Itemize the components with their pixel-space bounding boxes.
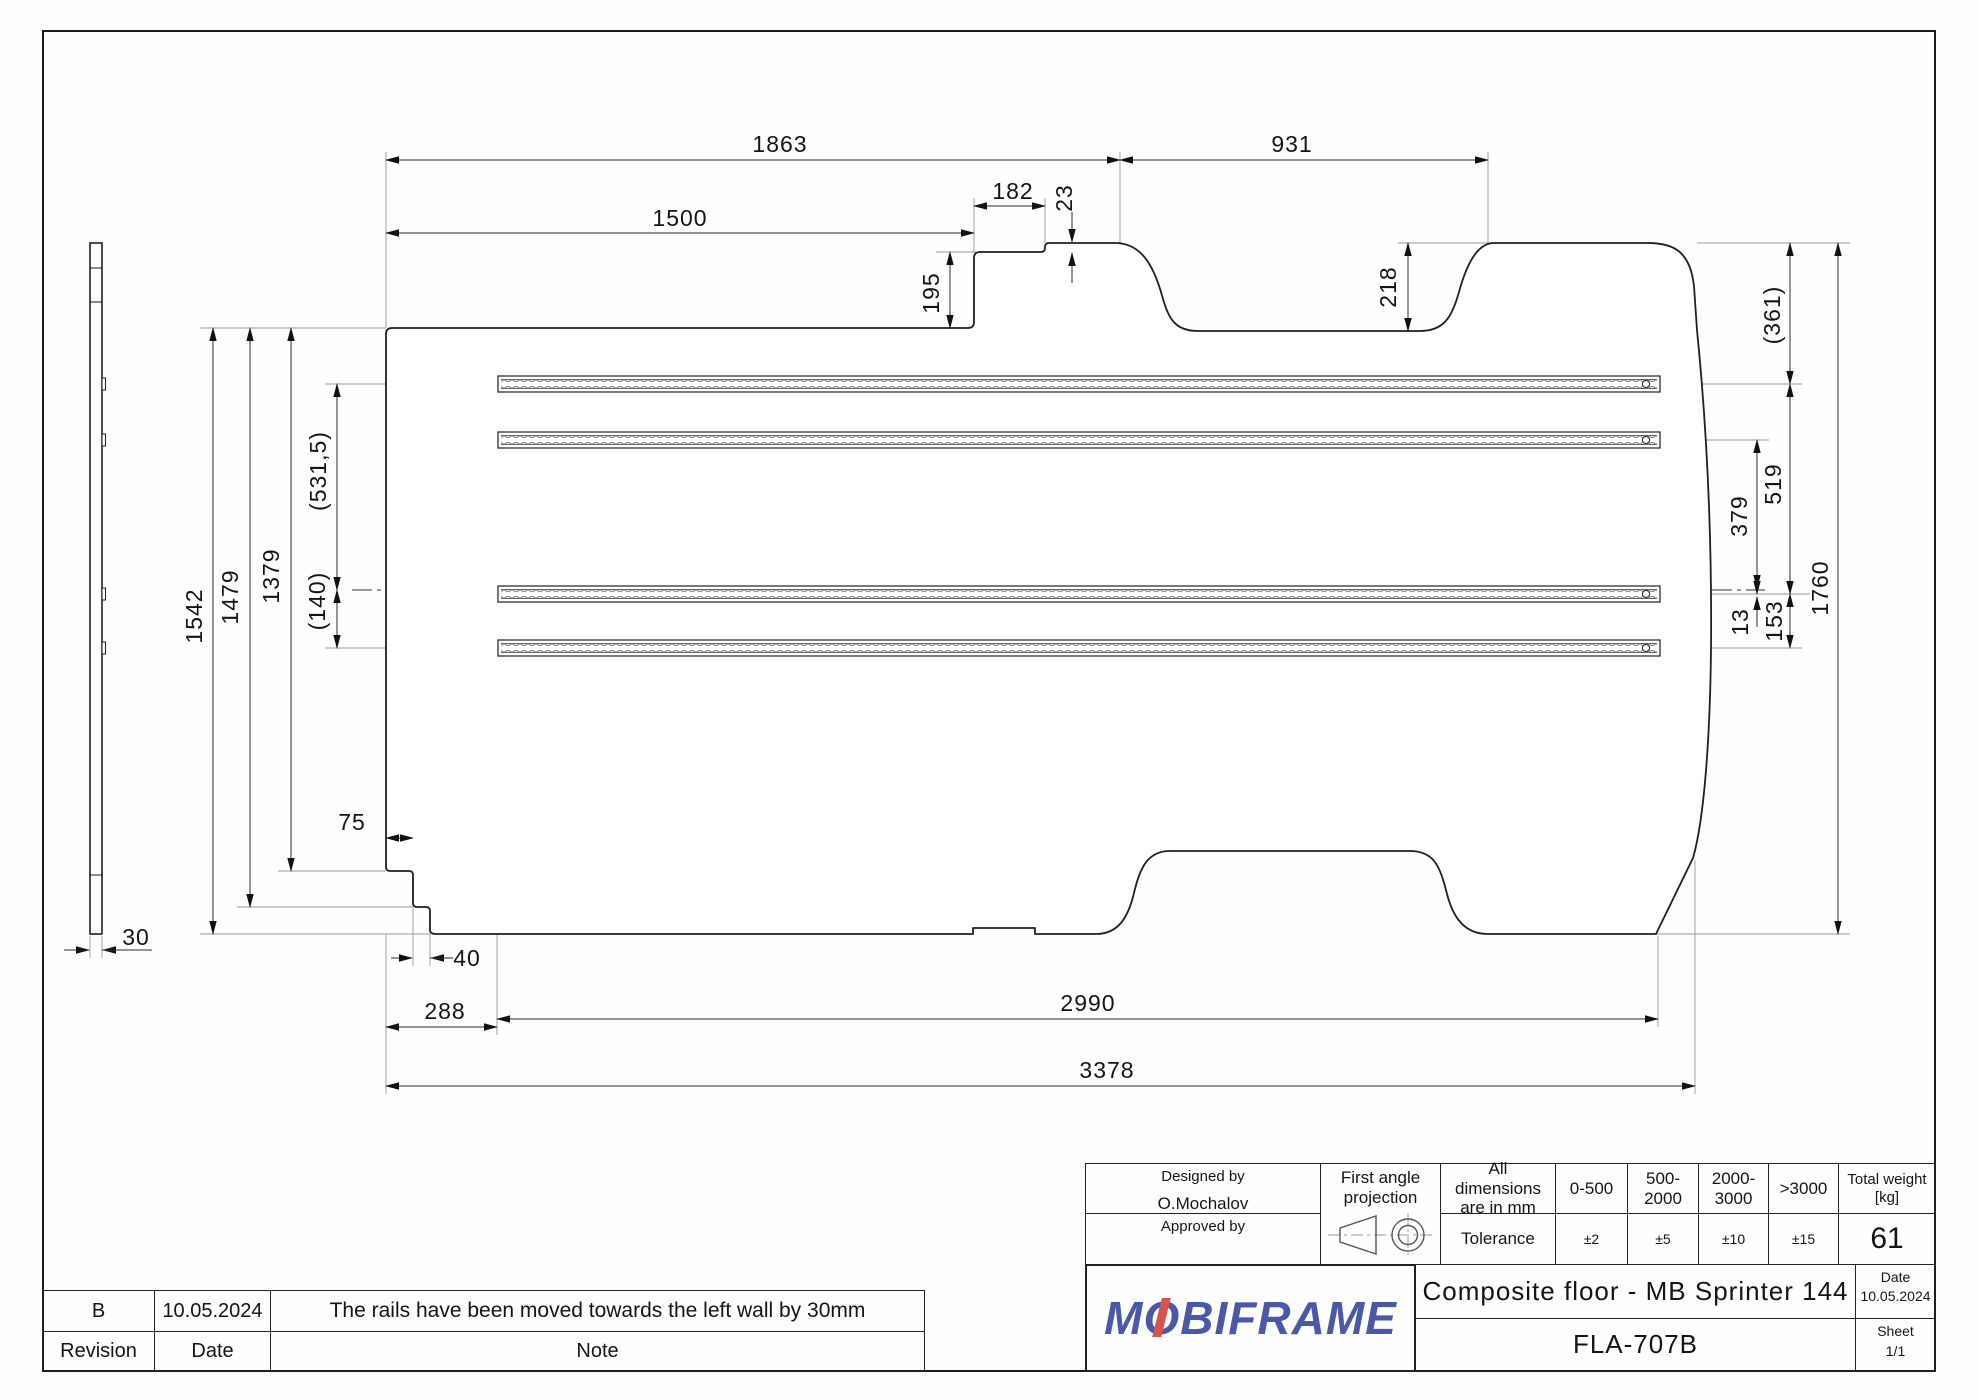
dim-75: 75 <box>338 809 366 835</box>
date-label: Date <box>1880 1269 1911 1285</box>
approved-by-label: Approved by <box>1160 1218 1246 1235</box>
dim-288: 288 <box>424 998 465 1024</box>
side-view <box>89 242 106 935</box>
dim-531-5: (531,5) <box>305 431 331 511</box>
revision-row-rev: B <box>42 1290 155 1332</box>
mobiframe-logo: MOBIFRAME <box>1104 1292 1397 1345</box>
dim-519: 519 <box>1760 463 1786 504</box>
mounting-rail-3 <box>497 585 1661 603</box>
tol-value-4: ±15 <box>1768 1213 1839 1265</box>
tol-range-2: 500-2000 <box>1627 1163 1699 1214</box>
revision-row-date: 10.05.2024 <box>154 1290 271 1332</box>
projection-label: First angle projection <box>1340 1168 1421 1207</box>
weight-label: Total weight [kg] <box>1847 1171 1927 1206</box>
dim-2990: 2990 <box>1060 990 1115 1016</box>
tol-range-3: 2000-3000 <box>1698 1163 1769 1214</box>
sheet-label: Sheet <box>1877 1323 1914 1339</box>
part-name-cell: Composite floor - MB Sprinter 144 <box>1415 1264 1856 1319</box>
dim-218: 218 <box>1375 266 1401 307</box>
designed-by-value: O.Mochalov <box>1157 1194 1249 1214</box>
sheet-value: 1/1 <box>1885 1343 1906 1360</box>
dim-1760: 1760 <box>1807 560 1833 615</box>
mounting-rail-4 <box>497 639 1661 657</box>
tol-range-4: >3000 <box>1768 1163 1839 1214</box>
dim-1479: 1479 <box>217 569 243 624</box>
revision-note-header-label: Note <box>576 1340 619 1362</box>
dim-361: (361) <box>1759 286 1785 345</box>
tolerance-label: Tolerance <box>1461 1229 1535 1249</box>
logo-cell: MOBIFRAME <box>1085 1264 1416 1372</box>
dim-195: 195 <box>918 272 944 313</box>
designed-by-cell: Designed by O.Mochalov <box>1085 1163 1321 1214</box>
dim-153: 153 <box>1761 600 1787 641</box>
tol-value-1: ±2 <box>1555 1213 1628 1265</box>
sheet-cell: Sheet 1/1 <box>1855 1318 1936 1372</box>
units-note-cell: All dimensions are in mm <box>1440 1159 1556 1217</box>
units-note: All dimensions are in mm <box>1455 1159 1541 1218</box>
mounting-rail-1 <box>497 375 1661 393</box>
dim-3378: 3378 <box>1079 1057 1134 1083</box>
tol-value-1-label: ±2 <box>1583 1230 1600 1247</box>
first-angle-projection-icon <box>1327 1213 1434 1258</box>
mounting-rail-2 <box>497 431 1661 449</box>
part-number: FLA-707B <box>1572 1329 1699 1360</box>
tol-value-2: ±5 <box>1627 1213 1699 1265</box>
tolerance-label-cell: Tolerance <box>1440 1213 1556 1265</box>
dim-1500: 1500 <box>652 205 707 231</box>
dim-40: 40 <box>453 945 481 971</box>
tol-value-3: ±10 <box>1698 1213 1769 1265</box>
tol-range-4-label: >3000 <box>1779 1178 1828 1198</box>
logo-rest: BIFRAME <box>1180 1291 1397 1344</box>
revision-header-note: Note <box>270 1331 925 1372</box>
dim-13: 13 <box>1727 608 1753 636</box>
weight-value-cell: 61 <box>1838 1213 1936 1265</box>
tol-value-3-label: ±10 <box>1721 1230 1746 1247</box>
revision-date: 10.05.2024 <box>162 1299 263 1322</box>
revision-header-label: Revision <box>60 1340 137 1362</box>
projection-cell: First angle projection <box>1320 1163 1441 1265</box>
dim-1542: 1542 <box>181 588 207 643</box>
revision-header-rev: Revision <box>42 1331 155 1372</box>
dim-23: 23 <box>1051 184 1077 212</box>
logo-o: O <box>1144 1292 1181 1345</box>
dim-1379: 1379 <box>258 548 284 603</box>
dim-931: 931 <box>1271 131 1312 157</box>
weight-value: 61 <box>1870 1221 1904 1255</box>
logo-m: M <box>1104 1291 1144 1344</box>
part-name: Composite floor - MB Sprinter 144 <box>1422 1275 1849 1306</box>
date-value: 10.05.2024 <box>1860 1288 1931 1305</box>
tol-range-1: 0-500 <box>1555 1163 1628 1214</box>
tol-value-2-label: ±5 <box>1655 1230 1671 1247</box>
date-cell: Date 10.05.2024 <box>1855 1264 1936 1319</box>
tol-value-4-label: ±15 <box>1791 1230 1816 1247</box>
revision-note: The rails have been moved towards the le… <box>329 1298 866 1322</box>
designed-by-label: Designed by <box>1161 1168 1245 1185</box>
revision-value: B <box>91 1299 106 1322</box>
dim-379: 379 <box>1726 495 1752 536</box>
dim-182: 182 <box>992 178 1033 204</box>
weight-label-cell: Total weight [kg] <box>1838 1163 1936 1214</box>
revision-header-date: Date <box>154 1331 271 1372</box>
dimension-lines <box>64 156 1842 1090</box>
revision-date-header-label: Date <box>191 1340 234 1362</box>
approved-by-cell: Approved by <box>1085 1213 1321 1265</box>
dim-30: 30 <box>122 924 150 950</box>
part-number-cell: FLA-707B <box>1415 1318 1856 1372</box>
revision-row-note: The rails have been moved towards the le… <box>270 1290 925 1332</box>
tol-range-1-label: 0-500 <box>1569 1178 1614 1198</box>
tol-range-2-label: 500-2000 <box>1644 1168 1682 1208</box>
dimension-labels: 1863 1500 182 931 23 195 218 (361) 519 3… <box>122 131 1833 1083</box>
dim-1863: 1863 <box>752 131 807 157</box>
dim-140: (140) <box>304 572 330 631</box>
tol-range-3-label: 2000-3000 <box>1711 1168 1756 1208</box>
